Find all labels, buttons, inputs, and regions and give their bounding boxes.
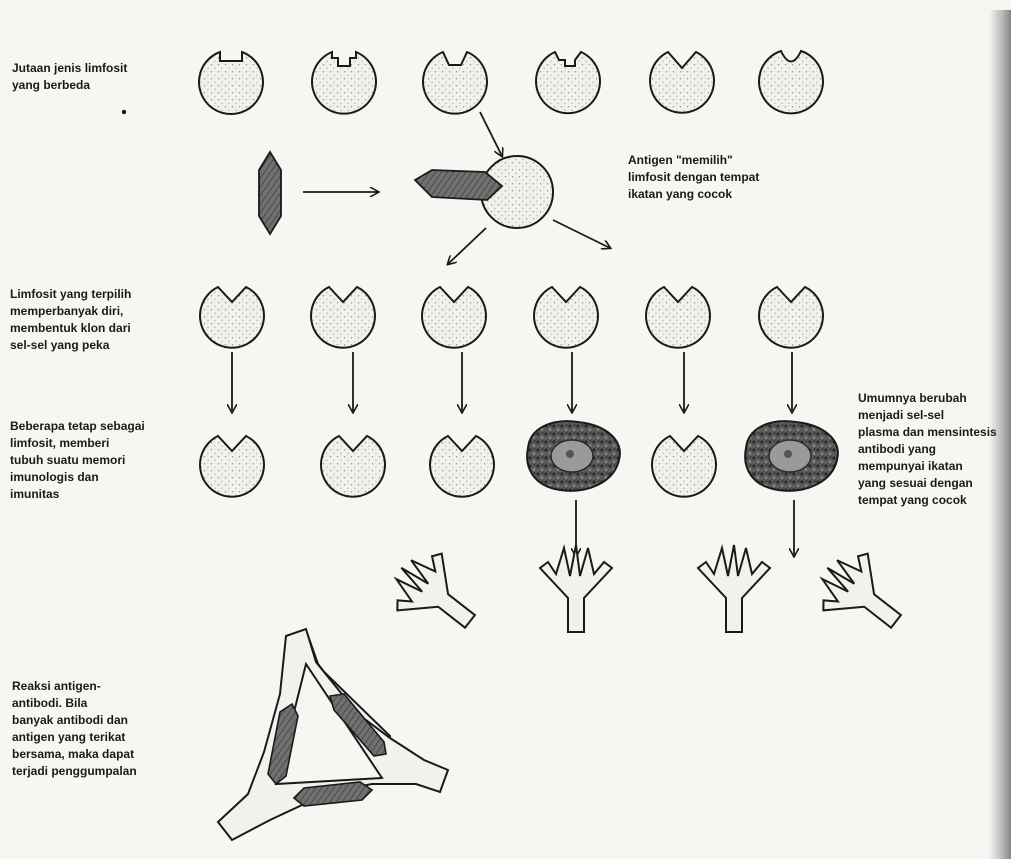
memory-cells xyxy=(200,436,716,497)
lymphocyte-cell xyxy=(759,51,823,113)
label-clonal-expansion: Limfosit yang terpilih memperbanyak diri… xyxy=(10,286,195,354)
lymphocyte-row-1 xyxy=(199,51,823,114)
antibodies xyxy=(379,539,918,649)
plasma-cell xyxy=(527,421,620,491)
label-antigen-selects: Antigen "memilih" limfosit dengan tempat… xyxy=(628,152,828,203)
clone-cell xyxy=(311,287,375,348)
clone-arrow-right xyxy=(553,220,610,248)
clone-cell xyxy=(534,287,598,348)
lymphocyte-cell xyxy=(423,52,487,114)
clone-cell xyxy=(422,287,486,348)
memory-cell xyxy=(430,436,494,497)
page-edge-shadow xyxy=(989,10,1011,859)
memory-cell xyxy=(321,436,385,497)
memory-cell xyxy=(200,436,264,497)
selection-arrow xyxy=(480,112,502,156)
plasma-cell xyxy=(745,421,838,491)
label-agglutination: Reaksi antigen- antibodi. Bila banyak an… xyxy=(12,678,192,780)
clone-cell xyxy=(759,287,823,348)
bound-antigen xyxy=(415,170,502,200)
selected-lymphocyte xyxy=(415,156,553,228)
clone-arrow-left xyxy=(448,228,486,264)
antibody xyxy=(805,539,918,649)
lymphocyte-cell xyxy=(536,52,600,113)
memory-cell xyxy=(652,436,716,497)
label-memory-cells: Beberapa tetap sebagai limfosit, memberi… xyxy=(10,418,200,503)
differentiation-arrows xyxy=(232,352,792,412)
lymphocyte-cell xyxy=(312,52,376,114)
antibody xyxy=(540,545,612,632)
antibody xyxy=(698,545,770,632)
antibody xyxy=(379,539,492,649)
print-speck xyxy=(122,110,126,114)
label-millions-of-lymphocytes: Jutaan jenis limfosit yang berbeda xyxy=(12,60,182,94)
lymphocyte-cell xyxy=(650,52,714,113)
lymphocyte-cell xyxy=(199,52,263,114)
clone-cell xyxy=(200,287,264,348)
label-plasma-cells: Umumnya berubah menjadi sel-sel plasma d… xyxy=(858,390,998,509)
free-antigen xyxy=(259,152,281,234)
clone-row xyxy=(200,287,823,348)
agglutination-complex xyxy=(218,629,448,840)
clone-cell xyxy=(646,287,710,348)
